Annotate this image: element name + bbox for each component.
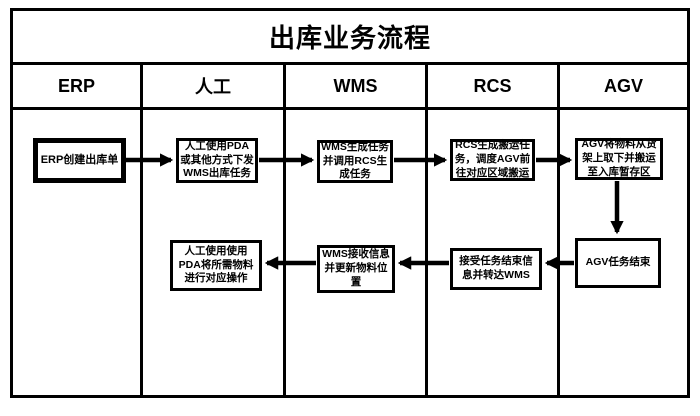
node-wms-task: WMS生成任务 并调用RCS生 成任务	[317, 140, 393, 183]
node-rcs-dispatch: RCS生成搬运任 务，调度AGV前 往对应区域搬运	[450, 139, 535, 181]
node-agv-end: AGV任务结束	[575, 238, 661, 288]
node-wms-update: WMS接收信息 并更新物料位 置	[317, 245, 395, 293]
node-manual-operate: 人工使用使用 PDA将所需物料 进行对应操作	[170, 240, 262, 291]
flowchart-frame: 出库业务流程 ERP 人工 WMS RCS AGV	[10, 8, 690, 398]
flowchart-body: ERP创建出库单 人工使用PDA 或其他方式下发 WMS出库任务 WMS生成任务…	[13, 110, 687, 395]
node-erp-create: ERP创建出库单	[33, 138, 126, 183]
lane-divider	[140, 110, 143, 395]
lane-header-rcs: RCS	[428, 65, 560, 107]
page-title: 出库业务流程	[268, 23, 431, 53]
lane-header-agv: AGV	[603, 75, 643, 96]
lane-header-manual: 人工	[143, 65, 286, 107]
node-agv-move: AGV将物料从货 架上取下并搬运 至入库暂存区	[575, 138, 663, 180]
lane-header-erp: ERP	[13, 65, 143, 107]
lane-divider	[557, 110, 560, 395]
lane-divider	[425, 110, 428, 395]
lane-header-row: ERP 人工 WMS RCS AGV	[13, 65, 687, 110]
node-rcs-receive: 接受任务结束信 息并转达WMS	[450, 248, 542, 290]
node-manual-issue: 人工使用PDA 或其他方式下发 WMS出库任务	[176, 138, 258, 183]
lane-header-wms: WMS	[286, 65, 428, 107]
flow-arrows	[126, 153, 624, 270]
lane-divider	[283, 110, 286, 395]
title-row: 出库业务流程	[13, 11, 687, 65]
